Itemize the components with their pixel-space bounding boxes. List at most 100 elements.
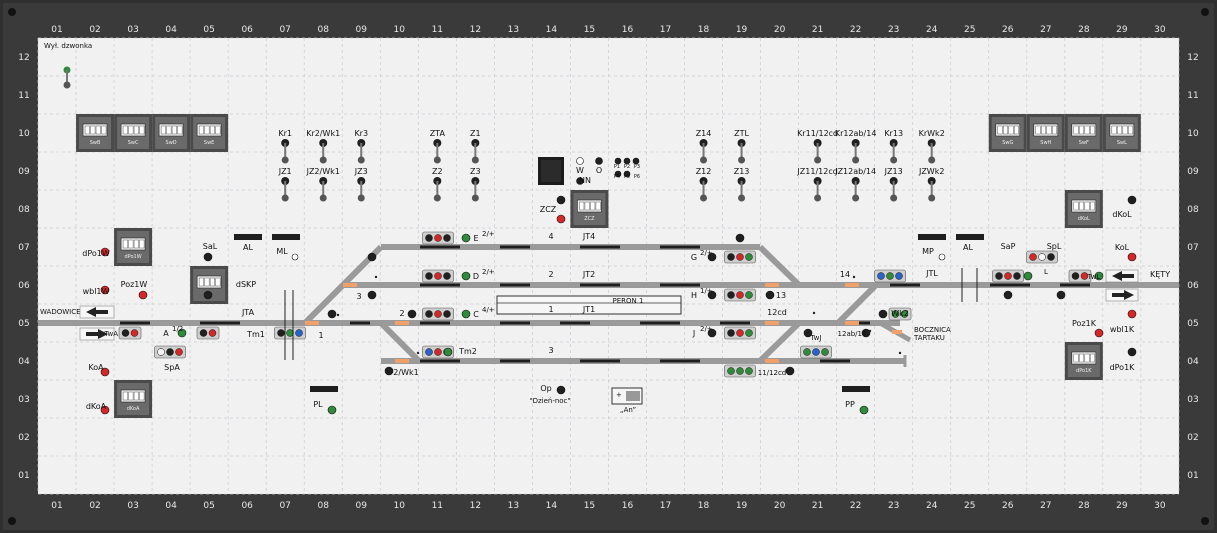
signal-g[interactable] <box>724 250 756 264</box>
label-dpo1w: dPo1W <box>82 249 110 258</box>
signal-twa[interactable] <box>118 326 142 340</box>
signal-name-bottom: JZ12ab/14 <box>834 167 876 176</box>
signal-14[interactable] <box>874 269 906 283</box>
axis-col-bottom: 29 <box>1116 501 1128 511</box>
counter-box[interactable]: SwH <box>1026 114 1065 152</box>
counter-box[interactable]: SwC <box>114 114 153 152</box>
label-koa: KoA <box>88 363 104 372</box>
label-an: „An” <box>620 406 636 414</box>
counter-box[interactable]: SwD <box>152 114 191 152</box>
axis-col-bottom: 10 <box>394 501 406 511</box>
counter-box[interactable] <box>190 266 229 304</box>
signal-h[interactable] <box>724 288 756 302</box>
indicator-lamp <box>1094 271 1104 281</box>
label-h-sup: 1/+ <box>700 287 713 295</box>
signal-tm1[interactable] <box>274 326 306 340</box>
axis-col-top: 14 <box>546 25 558 35</box>
axis-col-bottom: 23 <box>888 501 899 511</box>
signal-a-1[interactable] <box>196 326 220 340</box>
counter-box[interactable]: ZCZ <box>570 190 609 228</box>
lamp-p <box>614 170 622 178</box>
counter-box[interactable]: SwG <box>988 114 1027 152</box>
axis-col-bottom: 03 <box>127 501 138 511</box>
counter-box[interactable]: dPo1K <box>1064 342 1103 380</box>
axis-col-bottom: 18 <box>698 501 710 511</box>
counter-box[interactable]: SwB <box>76 114 115 152</box>
lamp-mp <box>938 253 946 261</box>
signal-j[interactable] <box>724 326 756 340</box>
axis-col-top: 05 <box>203 25 214 35</box>
label-jta: JTA <box>241 308 255 317</box>
label-a: A <box>163 329 169 338</box>
lamp-p <box>623 157 631 165</box>
signal-name-top: Z14 <box>696 129 712 138</box>
counter-box[interactable]: SwE <box>190 114 229 152</box>
lamp-pp <box>859 405 869 415</box>
platform-peron-1: PERON 1 <box>496 295 682 315</box>
axis-col-bottom: 02 <box>89 501 100 511</box>
axis-col-bottom: 30 <box>1154 501 1166 511</box>
label-al: AL <box>243 243 253 252</box>
direction-arrow-left[interactable] <box>79 305 115 319</box>
label-p: P3 <box>634 164 640 170</box>
signal-wk2[interactable] <box>888 307 912 321</box>
bell-switch[interactable] <box>63 66 71 89</box>
panel-axes: 0101020203030404050506060707080809091010… <box>18 25 1199 511</box>
direction-arrow-right-left[interactable] <box>79 327 115 341</box>
signal-sap[interactable] <box>992 269 1024 283</box>
signal-twj[interactable] <box>800 345 832 359</box>
signal-twl[interactable] <box>1068 269 1092 283</box>
signal-11-12cd[interactable] <box>724 364 756 378</box>
direction-arrow-kety-left[interactable] <box>1105 269 1139 283</box>
lamp-poz1w <box>138 290 148 300</box>
label-jt2: JT2 <box>582 270 595 279</box>
signal-spa[interactable] <box>154 345 186 359</box>
counter-box[interactable]: dKoA <box>114 380 153 418</box>
label-jt1: JT1 <box>582 305 595 314</box>
label-11-12cd: 11/12cd <box>758 369 786 377</box>
signal-c[interactable] <box>422 307 454 321</box>
axis-row-right: 04 <box>1187 357 1199 367</box>
axis-col-bottom: 22 <box>850 501 861 511</box>
counter-box[interactable]: dKoL <box>1064 190 1103 228</box>
indicator-lamp <box>707 252 717 262</box>
signal-name-bottom: Z12 <box>696 167 712 176</box>
axis-col-bottom: 27 <box>1040 501 1051 511</box>
indicator-lamp <box>1003 290 1013 300</box>
indicator-lamp <box>878 309 888 319</box>
counter-box[interactable]: dPo1W <box>114 228 153 266</box>
an-indicator[interactable]: + <box>611 387 643 405</box>
signal-e[interactable] <box>422 231 454 245</box>
axis-row-left: 07 <box>18 243 29 253</box>
counter-label: dKoA <box>127 406 140 412</box>
axis-row-left: 09 <box>18 167 30 177</box>
indicator-lamp <box>327 309 337 319</box>
counter-box[interactable]: SwL <box>1102 114 1141 152</box>
signal-spl[interactable] <box>1026 250 1058 264</box>
direction-arrow-kety-right[interactable] <box>1105 288 1139 302</box>
axis-col-bottom: 15 <box>584 501 595 511</box>
counter-box[interactable]: SwF <box>1064 114 1103 152</box>
axis-col-top: 23 <box>888 25 899 35</box>
label-a-sup: 1/2 <box>172 325 183 333</box>
axis-col-bottom: 04 <box>165 501 177 511</box>
track-dot <box>336 313 340 317</box>
label-w: W <box>576 166 584 175</box>
signal-d[interactable] <box>422 269 454 283</box>
lamp-poz1k <box>1094 328 1104 338</box>
axis-col-bottom: 01 <box>51 501 62 511</box>
